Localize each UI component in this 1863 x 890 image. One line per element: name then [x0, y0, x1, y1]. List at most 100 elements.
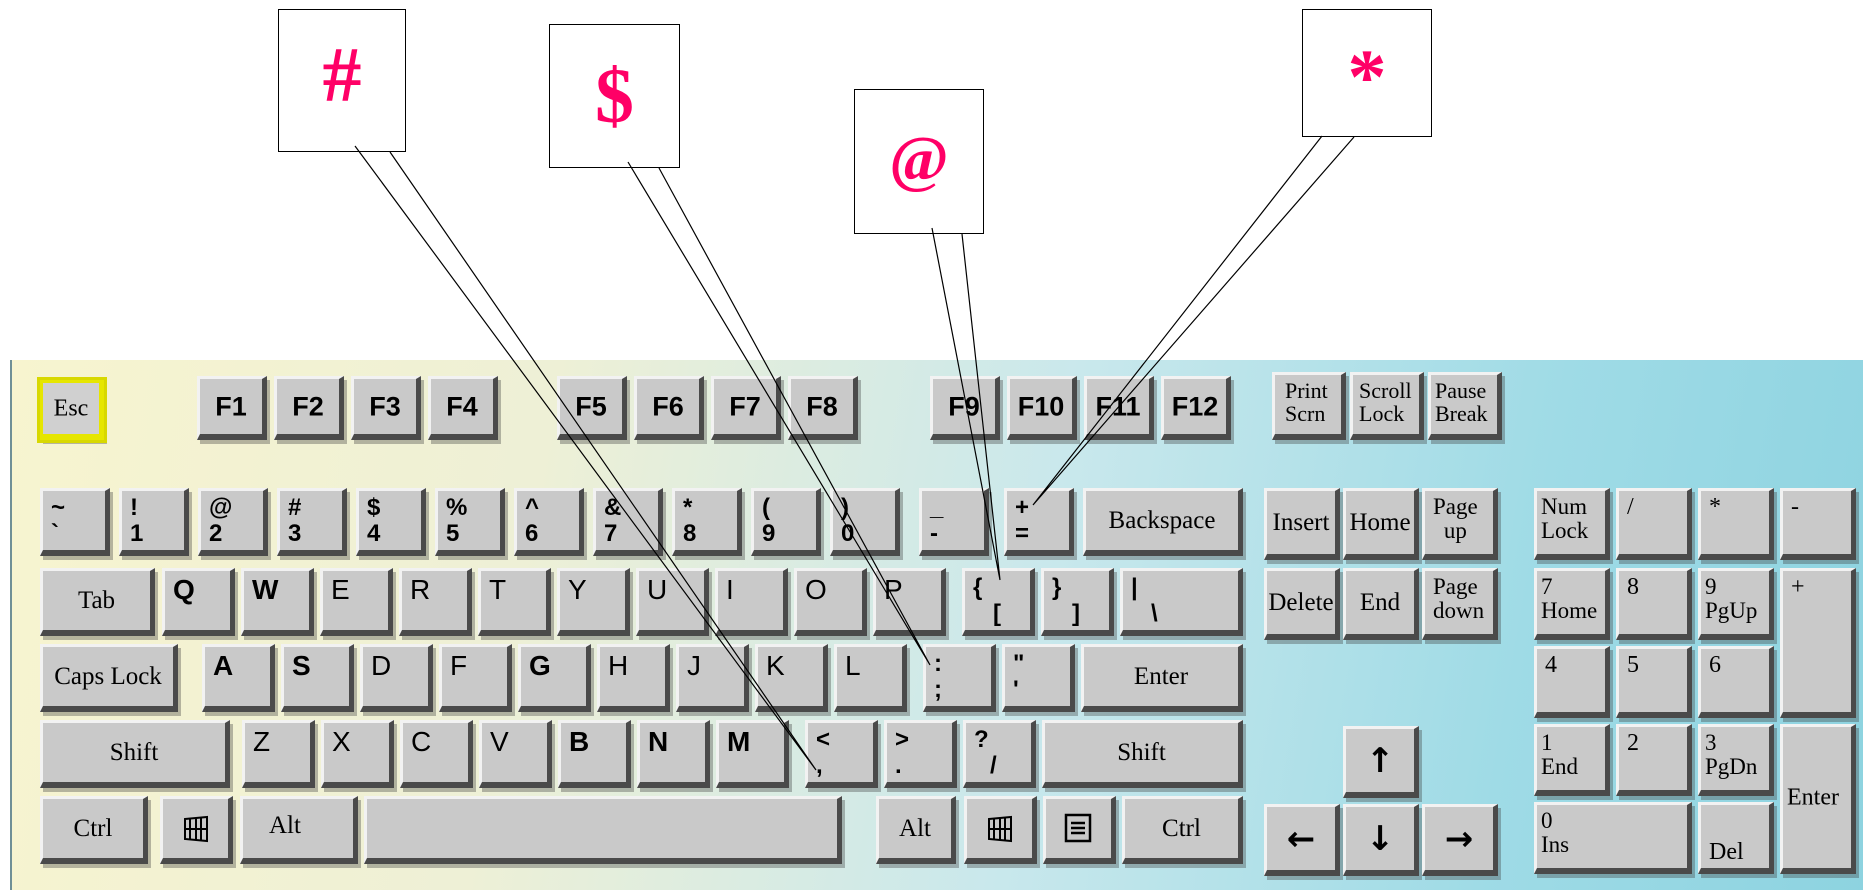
numpad-enter[interactable]: Enter	[1780, 724, 1856, 874]
key-o[interactable]: O	[794, 568, 867, 636]
key-f10[interactable]: F10	[1007, 376, 1077, 440]
key-insert[interactable]: Insert	[1264, 488, 1340, 560]
key-p[interactable]: P	[873, 568, 946, 636]
key-h[interactable]: H	[597, 644, 670, 712]
key-x[interactable]: X	[321, 720, 394, 788]
key-f12[interactable]: F12	[1161, 376, 1231, 440]
key-c[interactable]: C	[400, 720, 473, 788]
key-windows-left[interactable]	[160, 796, 233, 864]
numpad-2[interactable]: 2	[1616, 724, 1692, 796]
key-m[interactable]: M	[716, 720, 789, 788]
key-6[interactable]: ^6	[514, 488, 584, 556]
numpad-divide[interactable]: /	[1616, 488, 1692, 560]
key-k[interactable]: K	[755, 644, 828, 712]
key-t[interactable]: T	[478, 568, 551, 636]
key-g[interactable]: G	[518, 644, 591, 712]
key-f8[interactable]: F8	[788, 376, 858, 440]
key-equals[interactable]: +=	[1004, 488, 1074, 556]
key-n[interactable]: N	[637, 720, 710, 788]
key-shift-right[interactable]: Shift	[1042, 720, 1243, 788]
key-arrow-up[interactable]: ↑	[1343, 726, 1419, 798]
key-tab[interactable]: Tab	[40, 568, 155, 636]
numpad-8[interactable]: 8	[1616, 568, 1692, 640]
key-comma[interactable]: <,	[805, 720, 878, 788]
key-menu[interactable]	[1043, 796, 1116, 864]
key-s[interactable]: S	[281, 644, 354, 712]
key-arrow-down[interactable]: ↓	[1343, 804, 1419, 876]
key-semicolon[interactable]: :;	[923, 644, 996, 712]
key-shift-left[interactable]: Shift	[40, 720, 230, 788]
key-u[interactable]: U	[636, 568, 709, 636]
key-0[interactable]: )0	[830, 488, 900, 556]
numpad-6[interactable]: 6	[1698, 646, 1774, 718]
key-f7[interactable]: F7	[711, 376, 781, 440]
numpad-5[interactable]: 5	[1616, 646, 1692, 718]
key-j[interactable]: J	[676, 644, 749, 712]
key-f3[interactable]: F3	[351, 376, 421, 440]
key-backspace[interactable]: Backspace	[1083, 488, 1243, 556]
key-y[interactable]: Y	[557, 568, 630, 636]
key-backslash[interactable]: |\	[1120, 568, 1243, 636]
key-f6[interactable]: F6	[634, 376, 704, 440]
key-b[interactable]: B	[558, 720, 631, 788]
key-7[interactable]: &7	[593, 488, 663, 556]
key-caps-lock[interactable]: Caps Lock	[40, 644, 178, 712]
key-slash[interactable]: ?/	[963, 720, 1036, 788]
key-e[interactable]: E	[320, 568, 393, 636]
key-quote[interactable]: "'	[1002, 644, 1075, 712]
numpad-multiply[interactable]: *	[1698, 488, 1774, 560]
key-i[interactable]: I	[715, 568, 788, 636]
key-q[interactable]: Q	[162, 568, 235, 636]
key-a[interactable]: A	[202, 644, 275, 712]
numpad-minus[interactable]: -	[1780, 488, 1856, 560]
key-enter[interactable]: Enter	[1081, 644, 1243, 712]
key-f1[interactable]: F1	[197, 376, 267, 440]
key-l[interactable]: L	[834, 644, 907, 712]
key-w[interactable]: W	[241, 568, 314, 636]
key-v[interactable]: V	[479, 720, 552, 788]
key-tilde[interactable]: ~`	[40, 488, 110, 556]
key-2[interactable]: @2	[198, 488, 268, 556]
key-8[interactable]: *8	[672, 488, 742, 556]
key-alt-left[interactable]: Alt	[240, 796, 358, 864]
key-windows-right[interactable]	[964, 796, 1037, 864]
key-f11[interactable]: F11	[1084, 376, 1154, 440]
key-home[interactable]: Home	[1343, 488, 1419, 560]
key-period[interactable]: >.	[884, 720, 957, 788]
key-arrow-right[interactable]: →	[1422, 804, 1498, 876]
key-r[interactable]: R	[399, 568, 472, 636]
key-1[interactable]: !1	[119, 488, 189, 556]
numpad-4[interactable]: 4	[1534, 646, 1610, 718]
key-f4[interactable]: F4	[428, 376, 498, 440]
key-f9[interactable]: F9	[930, 376, 1000, 440]
key-z[interactable]: Z	[242, 720, 315, 788]
numpad-plus[interactable]: +	[1780, 568, 1856, 718]
key-d[interactable]: D	[360, 644, 433, 712]
key-f5[interactable]: F5	[557, 376, 627, 440]
key-delete[interactable]: Delete	[1264, 568, 1340, 640]
key-end[interactable]: End	[1343, 568, 1419, 640]
numpad-del[interactable]: Del	[1698, 802, 1774, 874]
key-alt-right[interactable]: Alt	[876, 796, 956, 864]
key-f[interactable]: F	[439, 644, 512, 712]
key-minus[interactable]: _-	[919, 488, 989, 556]
key-f2[interactable]: F2	[274, 376, 344, 440]
key-4[interactable]: $4	[356, 488, 426, 556]
key-ctrl-right[interactable]: Ctrl	[1122, 796, 1243, 864]
key-open-bracket[interactable]: {[	[962, 568, 1035, 636]
key-3[interactable]: #3	[277, 488, 347, 556]
key-close-bracket[interactable]: }]	[1041, 568, 1114, 636]
key-9[interactable]: (9	[751, 488, 821, 556]
key-space[interactable]	[364, 796, 842, 864]
